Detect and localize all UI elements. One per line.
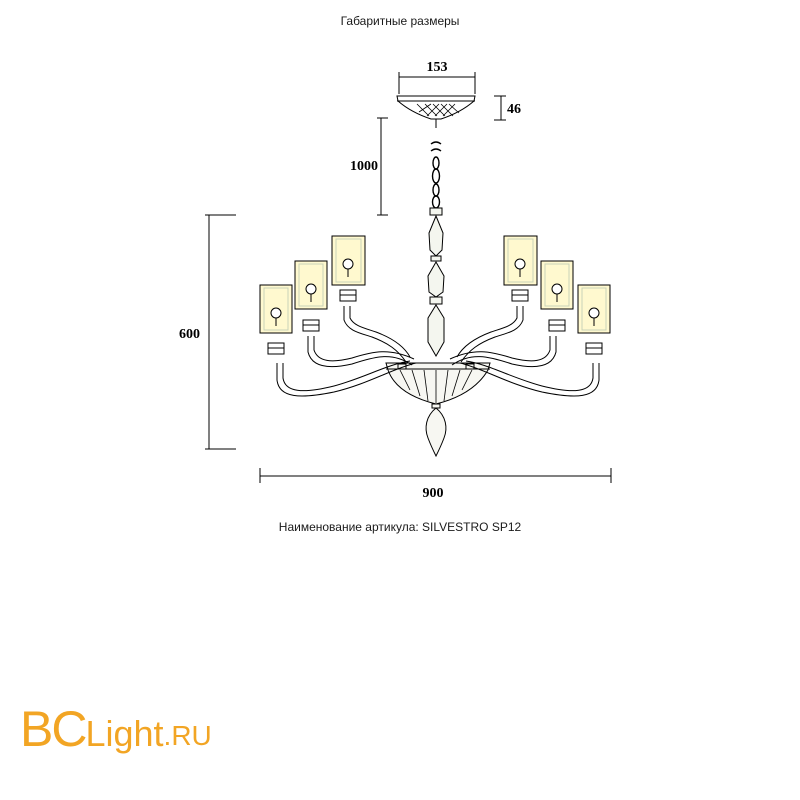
lamp-right-middle	[540, 260, 574, 332]
dim-width-label: 900	[423, 486, 444, 501]
bowl	[385, 362, 491, 458]
logo-text-bc: BC	[20, 701, 87, 757]
arms	[276, 306, 600, 397]
dim-height-label: 600	[179, 327, 200, 342]
dim-canopy-width-label: 153	[427, 60, 448, 75]
canopy	[396, 95, 476, 128]
dim-chain-length-label: 1000	[350, 159, 378, 174]
lamp-left-outer	[259, 284, 293, 355]
lamp-left-middle	[294, 260, 328, 332]
dim-canopy-height-label: 46	[507, 102, 521, 117]
central-stem	[427, 207, 445, 358]
dim-canopy-height	[494, 95, 506, 121]
dim-width	[259, 468, 612, 483]
lamp-right-inner	[503, 235, 538, 302]
page-title: Габаритные размеры	[340, 14, 460, 28]
chain	[430, 141, 442, 209]
lamp-right-outer	[577, 284, 611, 355]
dim-height	[205, 214, 236, 450]
logo-text-ru: .RU	[163, 720, 212, 751]
dim-chain-length	[377, 117, 388, 216]
logo-text-light: Light	[85, 713, 164, 754]
lamp-left-inner	[331, 235, 366, 302]
dim-canopy-width	[398, 72, 476, 94]
article-caption: Наименование артикула: SILVESTRO SP12	[278, 520, 522, 534]
